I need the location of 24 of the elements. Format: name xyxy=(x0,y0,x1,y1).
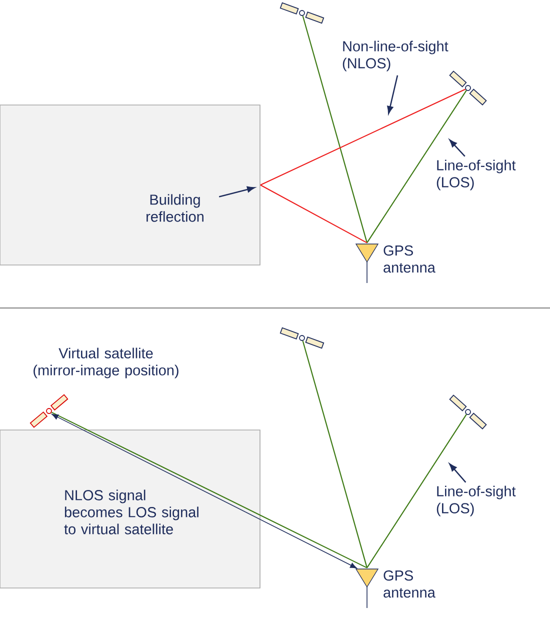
callout-text: NLOS signal becomes LOS signal to virtual satellite xyxy=(64,490,198,534)
signal-line xyxy=(366,414,467,568)
callout-text: Building reflection xyxy=(146,194,204,222)
signal-line xyxy=(260,184,368,244)
satellite-icon xyxy=(449,70,487,106)
signal-line xyxy=(366,90,467,244)
leader-arrow xyxy=(218,186,255,198)
satellite-icon xyxy=(280,2,324,24)
satellite-icon xyxy=(280,327,324,349)
callout-text: Line-of-sight (LOS) xyxy=(436,486,516,516)
caption-text: GPS antenna xyxy=(384,245,436,273)
signal-line xyxy=(260,88,466,186)
signal-line xyxy=(302,16,368,243)
leader-arrow xyxy=(449,139,466,157)
building-box xyxy=(0,430,260,588)
caption-text: Virtual satellite (mirror-image position) xyxy=(34,348,178,378)
leader-arrow xyxy=(387,75,398,114)
caption-text: GPS antenna xyxy=(384,570,436,598)
signal-line xyxy=(302,340,368,568)
callout-text: Line-of-sight (LOS) xyxy=(436,160,516,190)
building-box xyxy=(0,104,260,266)
leader-arrow xyxy=(449,464,466,483)
satellite-icon xyxy=(449,394,487,430)
callout-text: Non-line-of-sight (NLOS) xyxy=(342,40,448,72)
